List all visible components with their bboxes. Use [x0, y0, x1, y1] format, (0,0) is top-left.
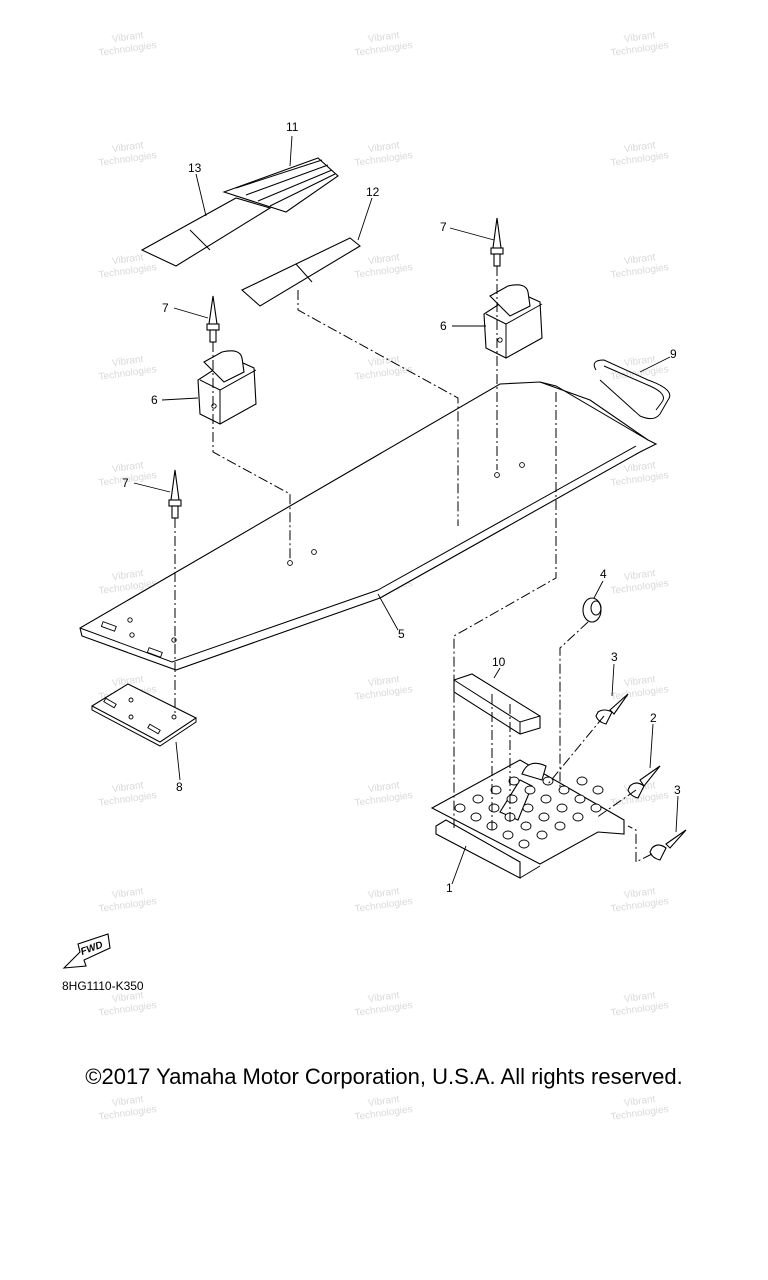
part-7-pin-top — [490, 217, 504, 267]
callout-2: 2 — [650, 711, 657, 725]
skid-plate-hole — [490, 785, 502, 795]
callout-3-top: 3 — [611, 650, 618, 664]
watermark-line-1: Vibrant — [623, 990, 656, 1005]
watermark-line-1: Vibrant — [623, 1094, 656, 1109]
watermark-line-1: Vibrant — [623, 568, 656, 583]
skid-plate-hole — [572, 812, 584, 822]
skid-plate-hole — [470, 812, 482, 822]
watermark-line-1: Vibrant — [623, 140, 656, 155]
assembly-lines — [174, 266, 653, 863]
callout-3-bottom: 3 — [674, 783, 681, 797]
part-6-clamp-right — [483, 284, 543, 359]
skid-plate-hole — [518, 839, 530, 849]
watermark-line-1: Vibrant — [623, 252, 656, 267]
fwd-arrow-icon: FWD — [62, 933, 111, 969]
part-4-grommet — [582, 597, 602, 623]
watermark-line-1: Vibrant — [111, 886, 144, 901]
watermark-line-1: Vibrant — [111, 990, 144, 1005]
skid-plate-hole — [488, 803, 500, 813]
skid-plate-hole — [542, 776, 554, 786]
callout-9: 9 — [670, 347, 677, 361]
watermark-line-1: Vibrant — [111, 674, 144, 689]
drawing-code: 8HG1110-K350 — [62, 979, 144, 993]
watermark-line-1: Vibrant — [367, 1094, 400, 1109]
callout-8: 8 — [176, 780, 183, 794]
part-7-pin-bottom — [168, 469, 182, 519]
watermark-line-1: Vibrant — [367, 140, 400, 155]
part-5-plate — [79, 381, 658, 671]
watermark-line-1: Vibrant — [623, 460, 656, 475]
watermark-line-1: Vibrant — [111, 30, 144, 45]
callout-6-left: 6 — [151, 393, 158, 407]
watermark-line-1: Vibrant — [367, 252, 400, 267]
watermark-line-1: Vibrant — [623, 886, 656, 901]
callout-7-middle: 7 — [162, 301, 169, 315]
skid-plate-hole — [502, 830, 514, 840]
callout-6-right: 6 — [440, 319, 447, 333]
part-11-decal — [222, 157, 339, 213]
part-6-clamp-left — [197, 350, 257, 425]
skid-plate-hole — [536, 830, 548, 840]
watermark-line-1: Vibrant — [367, 990, 400, 1005]
skid-plate-hole — [574, 794, 586, 804]
part-10-block — [453, 673, 541, 735]
watermark-line-1: Vibrant — [111, 460, 144, 475]
part-9-clip — [593, 359, 671, 420]
watermark-line-1: Vibrant — [367, 354, 400, 369]
watermark-line-1: Vibrant — [111, 780, 144, 795]
callout-5: 5 — [398, 627, 405, 641]
skid-plate-hole — [538, 812, 550, 822]
watermark-line-1: Vibrant — [111, 1094, 144, 1109]
watermark-line-1: Vibrant — [111, 354, 144, 369]
watermark-line-1: Vibrant — [623, 30, 656, 45]
callout-11: 11 — [286, 120, 299, 134]
watermark-line-1: Vibrant — [623, 674, 656, 689]
watermark-line-1: Vibrant — [111, 140, 144, 155]
skid-plate-hole — [522, 803, 534, 813]
skid-plate-hole — [524, 785, 536, 795]
callout-7-bottom: 7 — [122, 476, 129, 490]
callout-13: 13 — [188, 161, 202, 175]
watermark-line-1: Vibrant — [367, 780, 400, 795]
leader-lines — [133, 135, 679, 885]
skid-plate-hole — [556, 803, 568, 813]
watermark-line-1: Vibrant — [623, 354, 656, 369]
part-13-decal — [140, 197, 272, 267]
skid-plate-hole — [590, 803, 602, 813]
watermark-line-1: Vibrant — [111, 568, 144, 583]
callout-10: 10 — [492, 655, 506, 669]
callout-7-top: 7 — [440, 220, 447, 234]
part-12-decal — [241, 237, 361, 307]
copyright-notice: ©2017 Yamaha Motor Corporation, U.S.A. A… — [85, 1064, 683, 1089]
watermark-line-1: Vibrant — [367, 886, 400, 901]
skid-plate-hole — [520, 821, 532, 831]
watermark-line-1: Vibrant — [111, 252, 144, 267]
skid-plate-hole — [576, 776, 588, 786]
skid-plate-hole — [592, 785, 604, 795]
skid-plate-hole — [558, 785, 570, 795]
part-7-pin-middle — [206, 295, 220, 343]
skid-plate-hole — [472, 794, 484, 804]
part-1-skid-plate — [430, 759, 625, 879]
watermark-line-1: Vibrant — [367, 30, 400, 45]
skid-plate-hole — [454, 803, 466, 813]
skid-plate-hole — [540, 794, 552, 804]
callout-12: 12 — [366, 185, 380, 199]
part-3-rivet-top — [595, 693, 629, 725]
watermark-line-1: Vibrant — [367, 674, 400, 689]
skid-plate-hole — [554, 821, 566, 831]
callout-labels: 11 13 12 7 6 9 7 6 7 5 4 10 3 2 3 8 1 — [122, 120, 681, 895]
callout-1: 1 — [446, 881, 453, 895]
skid-plate-hole — [508, 776, 520, 786]
callout-4: 4 — [600, 567, 607, 581]
part-3-rivet-bottom — [649, 829, 687, 861]
part-8-plate — [90, 683, 198, 747]
skid-plate-hole — [506, 794, 518, 804]
